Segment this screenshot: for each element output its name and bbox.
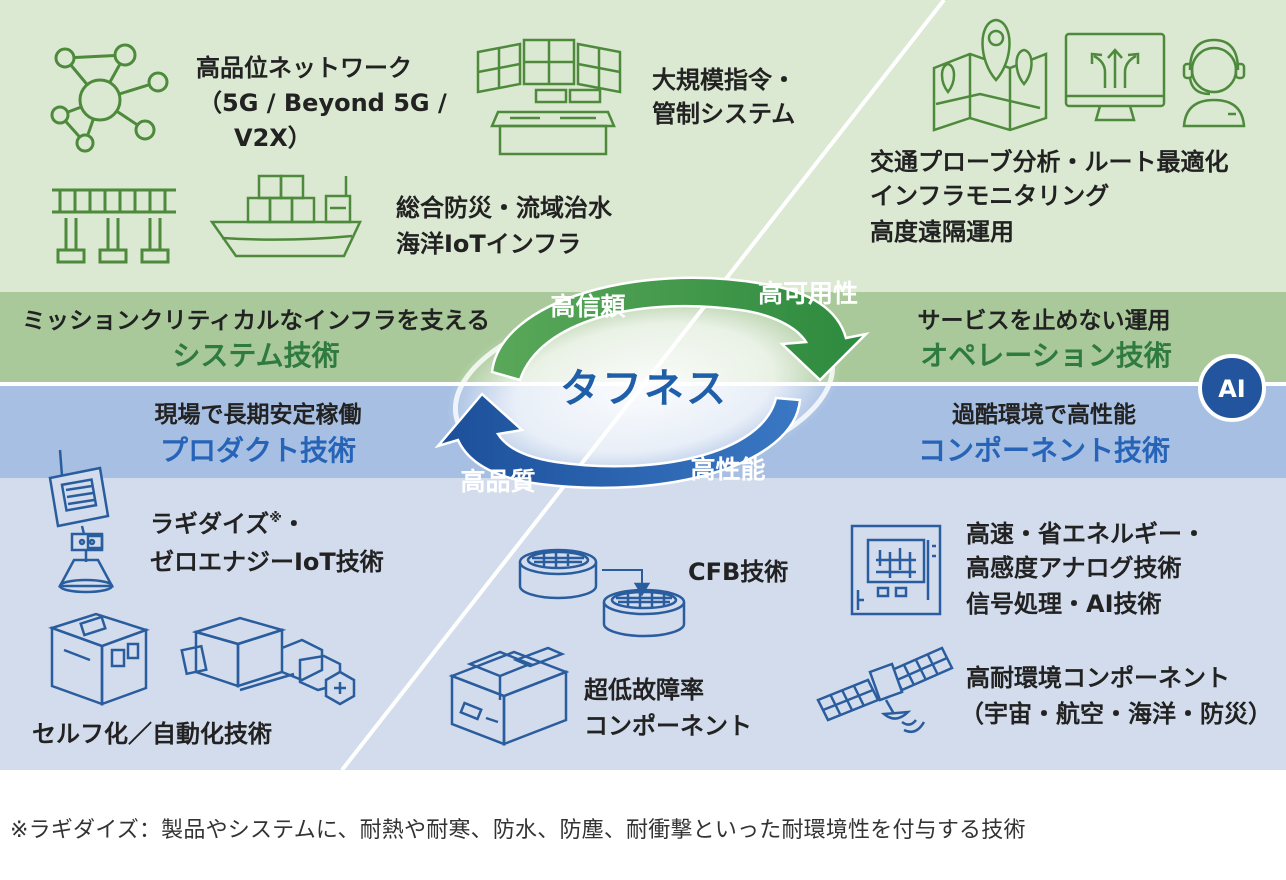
automation-label: セルフ化／自動化技術 [32, 720, 272, 748]
harsh-env-label-line2: （宇宙・航空・海洋・防災） [960, 700, 1272, 728]
cfb-label: CFB技術 [688, 558, 788, 586]
satellite-icon [816, 646, 954, 733]
rugged-sensor-icon [48, 449, 115, 594]
network-label-line2: （5G / Beyond 5G / [198, 89, 447, 117]
self-service-kiosk-icon [48, 612, 150, 706]
toughness-title: タフネス [560, 366, 728, 412]
ruggedize-footnote-mark: ※ [269, 511, 282, 526]
monitor-arrows-icon [1064, 32, 1166, 122]
control-room-icon [476, 38, 622, 156]
analog-label: 高速・省エネルギー・ 高感度アナログ技術 信号処理・AI技術 [966, 520, 1214, 618]
reliability-label: 高信頼 [550, 292, 626, 321]
performance-label: 高性能 [690, 455, 765, 484]
disaster-label: 総合防災・流域治水 海洋IoTインフラ [396, 194, 620, 258]
component-band-title: 過酷環境で高性能 [952, 401, 1136, 428]
harsh-env-label-line1: 高耐環境コンポーネント [966, 664, 1230, 692]
ruggedize-label: ラギダイズ※・ [150, 510, 306, 538]
ai-badge: AI [1198, 354, 1266, 422]
bridge-icon [52, 188, 176, 264]
component-band-subtitle: コンポーネント技術 [918, 434, 1170, 467]
zero-energy-label: ゼロエナジーIoT技術 [150, 548, 384, 576]
network-icon [50, 43, 169, 153]
disaster-label-line2: 海洋IoTインフラ [396, 230, 581, 258]
cfb-wafer-icon [518, 548, 686, 638]
green-cycle-arrow [490, 276, 870, 382]
operation-band-subtitle: オペレーション技術 [920, 339, 1171, 372]
traffic-label-line1: 交通プローブ分析・ルート最適化 [870, 148, 1229, 176]
traffic-label-line3: 高度遠隔運用 [870, 218, 1014, 246]
system-band-title: ミッションクリティカルなインフラを支える [22, 308, 490, 334]
harsh-env-label: 高耐環境コンポーネント （宇宙・航空・海洋・防災） [960, 664, 1272, 728]
command-label: 大規模指令・ 管制システム [652, 66, 804, 128]
low-failure-component-icon [448, 646, 570, 746]
ship-icon [209, 174, 362, 258]
automation-machine-icon [180, 616, 356, 706]
ai-badge-label: AI [1218, 375, 1246, 403]
traffic-label: 交通プローブ分析・ルート最適化 インフラモニタリング 高度遠隔運用 [870, 148, 1237, 246]
blue-cycle-arrow [434, 392, 802, 490]
disaster-label-line1: 総合防災・流域治水 [396, 194, 613, 222]
ruggedize-label-tail: ・ [282, 510, 306, 538]
toughness-cycle: 高信頼 高可用性 高品質 高性能 タフネス [434, 276, 870, 496]
analog-label-line1: 高速・省エネルギー・ [966, 520, 1206, 548]
quality-label: 高品質 [460, 467, 535, 496]
analog-circuit-icon [850, 524, 942, 616]
low-failure-label: 超低故障率 コンポーネント [584, 676, 752, 740]
analog-label-line3: 信号処理・AI技術 [966, 590, 1162, 618]
product-band-subtitle: プロダクト技術 [160, 434, 356, 467]
command-label-line2: 管制システム [652, 100, 795, 128]
availability-label: 高可用性 [758, 279, 858, 308]
low-failure-label-line1: 超低故障率 [584, 676, 704, 704]
analog-label-line2: 高感度アナログ技術 [966, 554, 1182, 582]
command-label-line1: 大規模指令・ [652, 66, 796, 94]
network-label-line1: 高品位ネットワーク [196, 54, 412, 82]
low-failure-label-line2: コンポーネント [584, 712, 752, 740]
ruggedize-footnote: ※ラギダイズ：製品やシステムに、耐熱や耐寒、防水、防塵、耐衝撃といった耐環境性を… [10, 818, 1026, 843]
map-pin-icon [932, 18, 1048, 132]
traffic-label-line2: インフラモニタリング [870, 182, 1109, 210]
ruggedize-label-main: ラギダイズ [150, 510, 269, 538]
network-label-line3: V2X） [234, 124, 312, 152]
product-band-title: 現場で長期安定稼働 [155, 401, 362, 428]
operator-headset-icon [1182, 38, 1246, 128]
network-label: 高品位ネットワーク （5G / Beyond 5G / V2X） [196, 54, 455, 152]
system-band-subtitle: システム技術 [172, 339, 339, 372]
operation-band-title: サービスを止めない運用 [918, 308, 1171, 334]
